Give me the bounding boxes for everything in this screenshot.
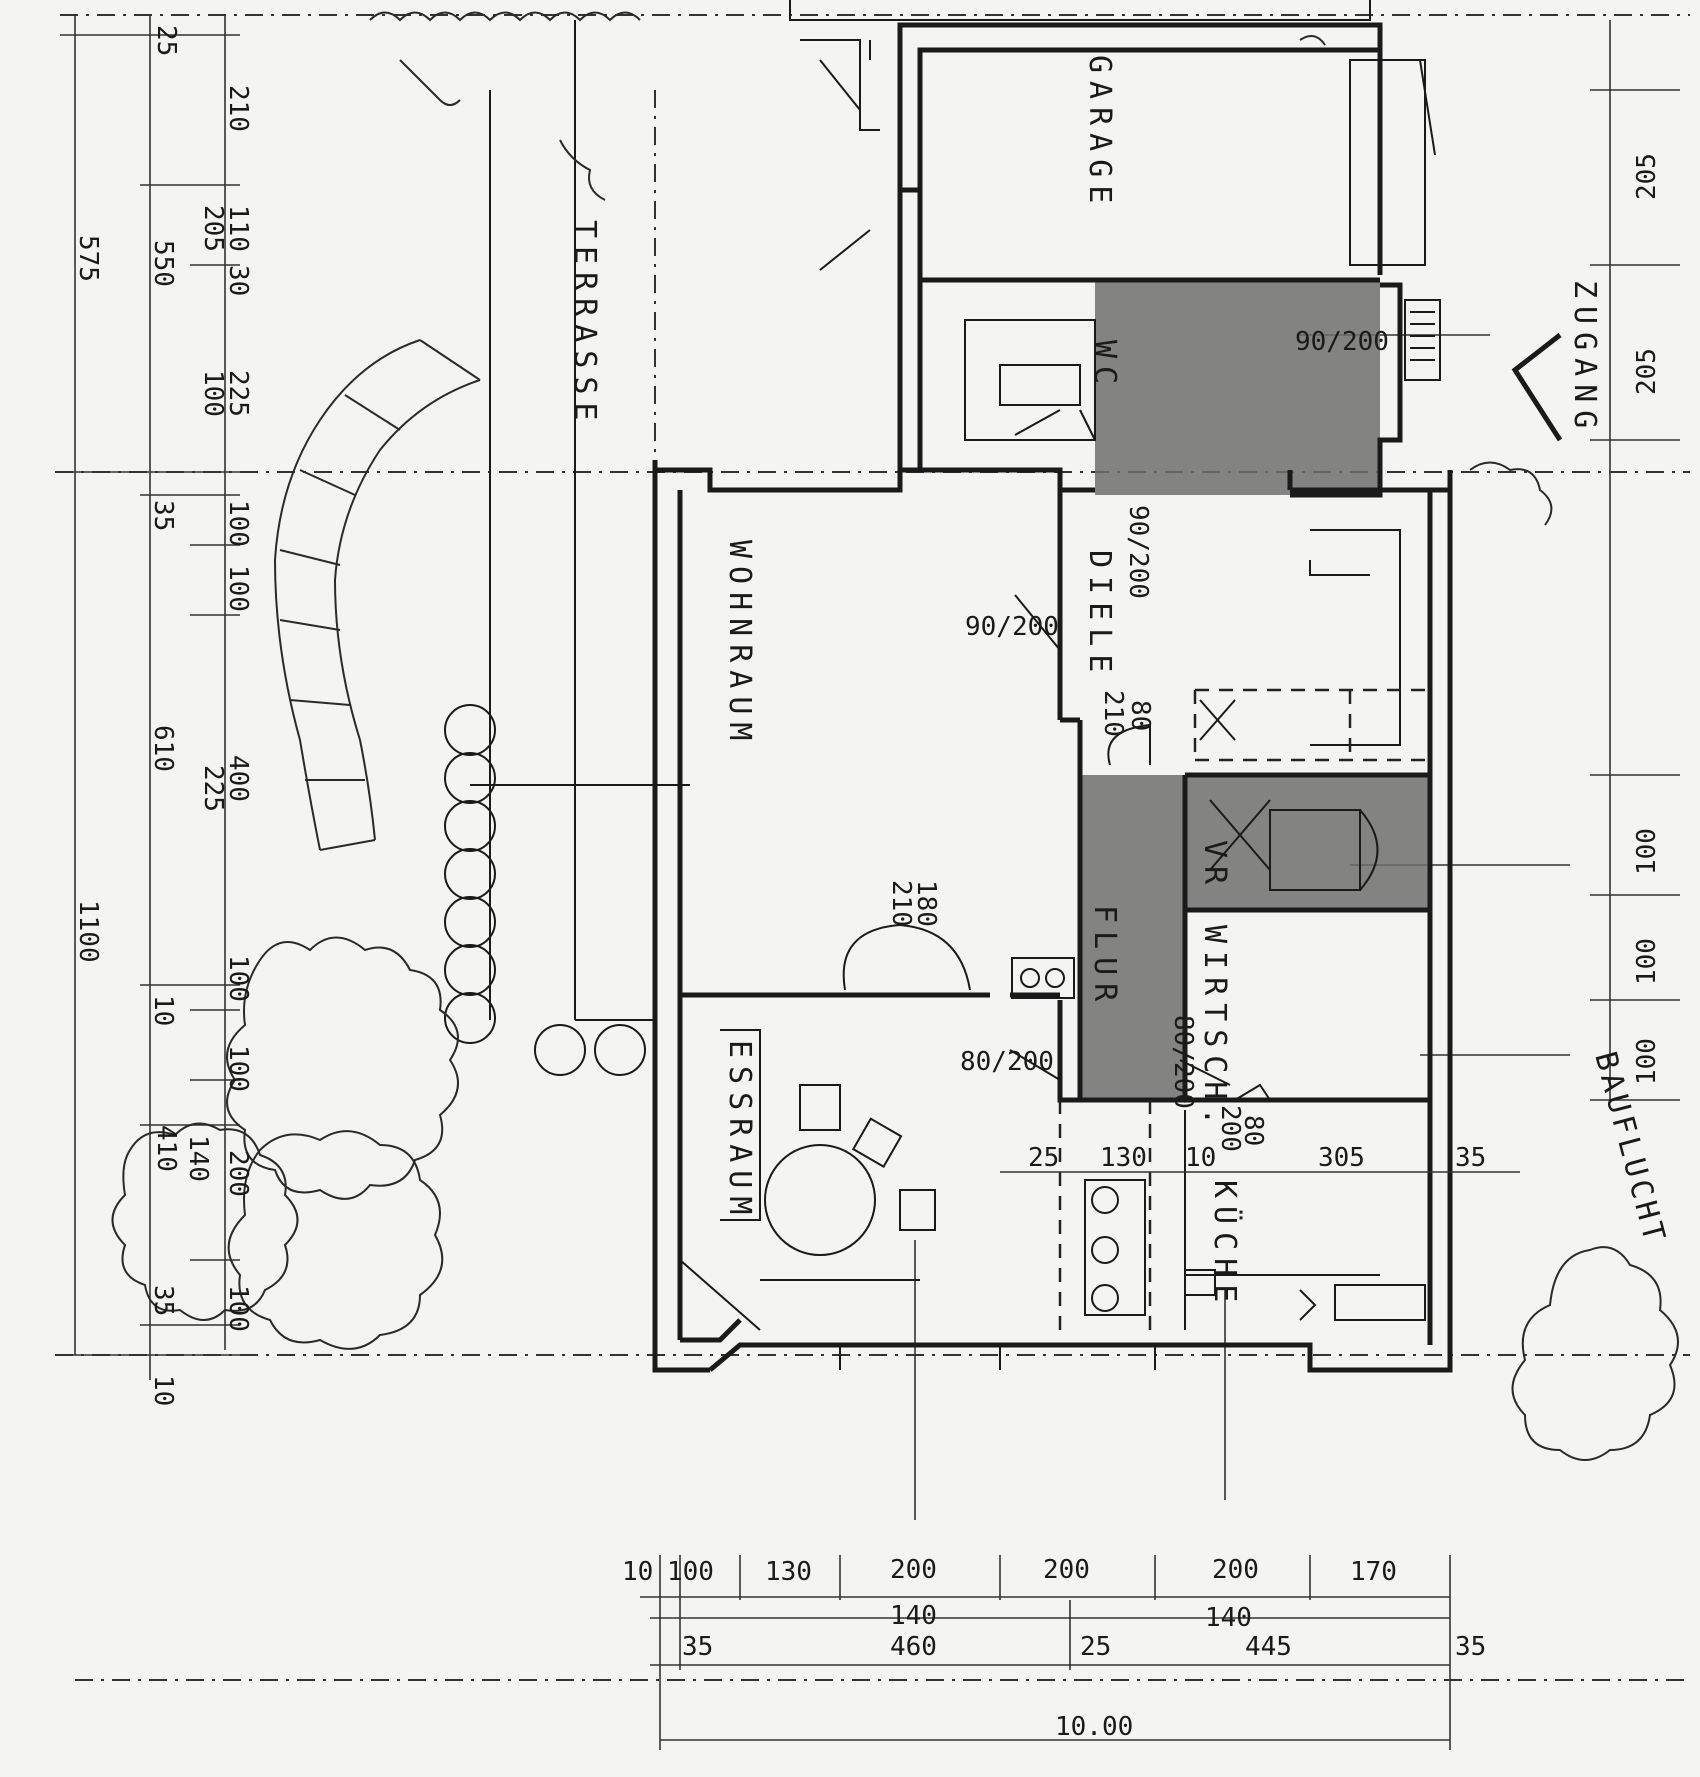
dim-550: 550 xyxy=(148,240,178,287)
bottom-dimension-lines xyxy=(640,1240,1451,1750)
wirtsch-door-label: 80/200 xyxy=(1168,1015,1198,1109)
dim-b35b: 35 xyxy=(1455,1632,1486,1662)
garage-block xyxy=(897,22,1441,498)
wc-door-label: 90/200 xyxy=(1123,505,1153,599)
dim-i305: 305 xyxy=(1318,1143,1365,1173)
left-dimensions: 25 210 110 205 30 550 575 100 225 35 100… xyxy=(73,25,253,1406)
dining-set xyxy=(679,1029,936,1331)
dim-35b: 35 xyxy=(148,1285,178,1316)
dim-i10: 10 xyxy=(1185,1143,1216,1173)
dim-r100b: 100 xyxy=(1632,938,1662,985)
dim-30: 30 xyxy=(223,265,253,296)
dim-i130: 130 xyxy=(1100,1143,1147,1173)
room-diele: DIELE xyxy=(1082,550,1117,680)
dim-100c: 100 xyxy=(223,565,253,612)
diele-furniture xyxy=(1014,529,1430,762)
diele-door-label-a: 80 xyxy=(1125,700,1155,731)
room-wohnraum: WOHNRAUM xyxy=(722,540,757,749)
dim-10b: 10 xyxy=(148,1375,178,1406)
dim-100e: 100 xyxy=(223,1045,253,1092)
dim-b35a: 35 xyxy=(682,1632,713,1662)
left-dimension-lines xyxy=(60,15,240,1380)
room-kueche: KÜCHE xyxy=(1207,1180,1243,1310)
room-essraum: ESSRAUM xyxy=(722,1040,757,1222)
wohn-ess-door-label-a: 180 xyxy=(911,880,941,927)
dim-100b: 100 xyxy=(223,500,253,547)
dim-200: 200 xyxy=(223,1150,253,1197)
wohnraum-door-label: 90/200 xyxy=(965,612,1059,642)
label-zugang: ZUGANG xyxy=(1567,280,1602,436)
dim-b460: 460 xyxy=(890,1632,937,1662)
upper-structure xyxy=(789,0,1371,271)
room-labels: GARAGE WC WOHNRAUM DIELE TERRASSE FLUR W… xyxy=(567,55,1672,1310)
dim-210: 210 xyxy=(223,85,253,132)
dim-r205b: 205 xyxy=(1632,348,1662,395)
dim-110: 110 xyxy=(223,205,253,252)
inner-dimensions: 25 130 10 305 35 xyxy=(1000,1143,1520,1173)
dim-b140b: 140 xyxy=(1205,1603,1252,1633)
dim-35a: 35 xyxy=(148,500,178,531)
dim-225a: 225 xyxy=(223,370,253,417)
bottom-dimensions: 10 100 130 200 200 200 170 140 140 35 46… xyxy=(622,1555,1486,1742)
diele-door-label-b: 210 xyxy=(1098,690,1128,737)
dim-575: 575 xyxy=(73,235,103,282)
dim-b200b: 200 xyxy=(1043,1555,1090,1585)
dim-b130: 130 xyxy=(765,1557,812,1587)
door-labels: 90/200 90/200 90/200 80 210 180 210 80/2… xyxy=(886,327,1389,1152)
door-swings xyxy=(842,409,1271,1101)
dim-b445: 445 xyxy=(1245,1632,1292,1662)
access-arrow-icon xyxy=(1511,333,1563,442)
room-wirtsch: WIRTSCH. xyxy=(1197,925,1232,1134)
room-wc: WC xyxy=(1087,340,1122,392)
dim-i25: 25 xyxy=(1028,1143,1059,1173)
dim-i35: 35 xyxy=(1455,1143,1486,1173)
kueche-door-label: 80 xyxy=(1238,1115,1268,1146)
dim-r100c: 100 xyxy=(1632,1038,1662,1085)
dim-b170: 170 xyxy=(1350,1557,1397,1587)
dim-410: 410 xyxy=(151,1125,181,1172)
dim-100d: 100 xyxy=(223,955,253,1002)
terrace xyxy=(444,20,690,1076)
dim-1100: 1100 xyxy=(73,900,103,963)
room-garage: GARAGE xyxy=(1082,55,1117,211)
handwritten-scribble xyxy=(369,11,641,201)
dim-100f: 100 xyxy=(223,1285,253,1332)
stepping-stones xyxy=(273,339,481,851)
dim-b200c: 200 xyxy=(1212,1555,1259,1585)
dim-10a: 10 xyxy=(148,995,178,1026)
dim-b25: 25 xyxy=(1080,1632,1111,1662)
dim-25: 25 xyxy=(151,25,181,56)
ess-door-label: 80/200 xyxy=(960,1047,1054,1077)
dim-total: 10.00 xyxy=(1055,1712,1133,1742)
dim-r205a: 205 xyxy=(1632,153,1662,200)
vegetation xyxy=(111,35,1679,1461)
dim-100a: 100 xyxy=(198,370,228,417)
garage-door-label: 90/200 xyxy=(1295,327,1389,357)
dim-205: 205 xyxy=(198,205,228,252)
room-vr: VR xyxy=(1197,840,1232,892)
shaded-areas xyxy=(1080,280,1430,1100)
right-dimensions: 205 205 100 100 100 xyxy=(1632,153,1662,1085)
room-flur: FLUR xyxy=(1087,905,1122,1009)
wohn-ess-door-label-b: 210 xyxy=(886,880,916,927)
dim-140: 140 xyxy=(183,1135,213,1182)
kueche-door-label-b: 200 xyxy=(1215,1105,1245,1152)
dim-b200a: 200 xyxy=(890,1555,937,1585)
reference-lines xyxy=(55,14,1690,1681)
dim-610: 610 xyxy=(148,725,178,772)
house-walls xyxy=(652,460,1453,1373)
fixtures xyxy=(1011,799,1426,1330)
dim-b140a: 140 xyxy=(890,1601,937,1631)
room-terrasse: TERRASSE xyxy=(567,220,602,429)
dim-400: 400 xyxy=(223,755,253,802)
dim-b100: 100 xyxy=(667,1557,714,1587)
dim-b10: 10 xyxy=(622,1557,653,1587)
dim-225b: 225 xyxy=(198,765,228,812)
dim-r100a: 100 xyxy=(1632,828,1662,875)
